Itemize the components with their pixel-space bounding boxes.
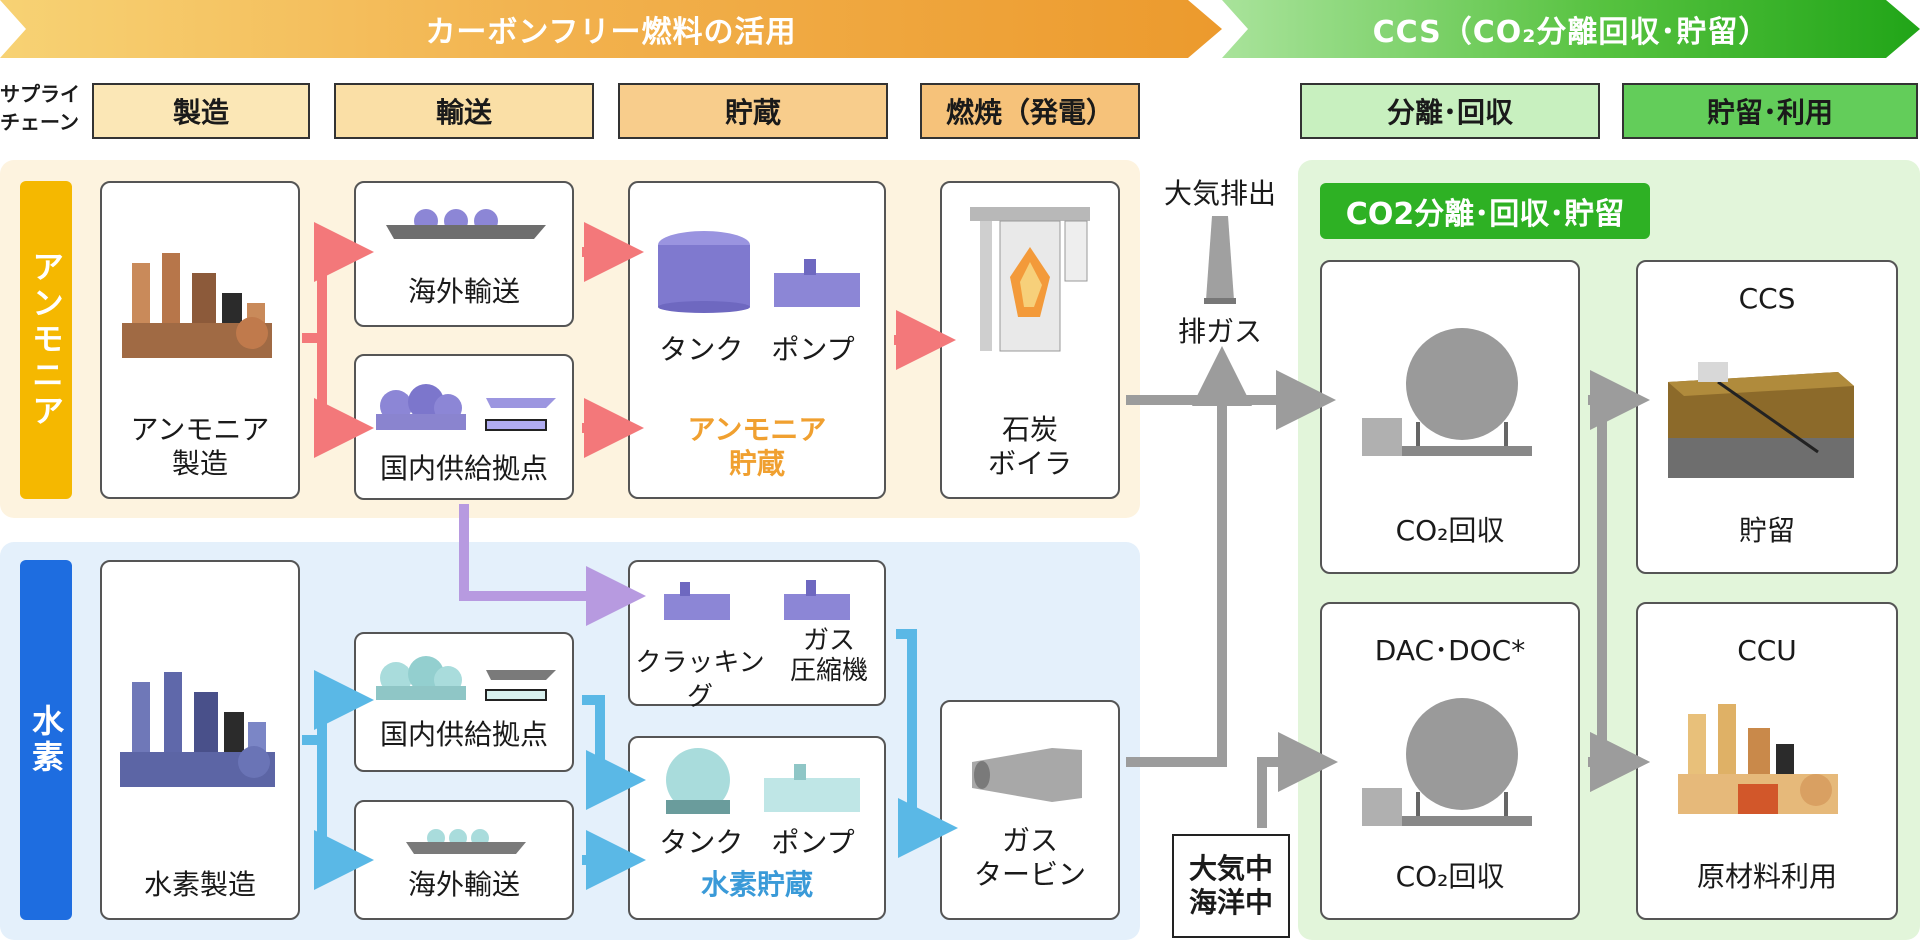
stage-separation: 分離･回収 (1300, 83, 1600, 139)
hydrogen-plant-icon (120, 672, 275, 787)
arrow-atmosphere-to-dac (1257, 732, 1338, 828)
hydrogen-domestic-label: 国内供給拠点 (379, 718, 548, 751)
hydrogen-tank-pump-icon (666, 748, 860, 814)
gas-turbine-line2: タービン (973, 858, 1086, 891)
ammonia-overseas-card: 海外輸送 (354, 181, 574, 327)
supply-chain-label-line1: サプライ (0, 82, 80, 106)
ammonia-section-label: アンモニア (20, 181, 72, 499)
ccu-label: CCU (1737, 634, 1797, 667)
ammonia-overseas-label: 海外輸送 (407, 275, 520, 308)
hydrogen-overseas-label: 海外輸送 (407, 868, 520, 901)
dac-tank-icon (1362, 698, 1532, 826)
arrow-hydrogen-production-to-transport (302, 670, 374, 890)
atmosphere-emission-label: 大気排出 (1163, 177, 1276, 210)
supply-chain-label: サプライ チェーン (0, 80, 80, 136)
ammonia-domestic-label: 国内供給拠点 (379, 452, 548, 485)
stage-production: 製造 (92, 83, 310, 139)
ccs-storage-label: 貯留 (1738, 514, 1795, 547)
gas-turbine-card: ガス タービン (940, 700, 1120, 920)
domestic-terminal-icon (376, 384, 556, 431)
arrow-hydrogen-storage-to-turbine (896, 629, 958, 858)
stage-storage: 貯蔵 (618, 83, 888, 139)
hydrogen-production-card: 水素製造 (100, 560, 300, 920)
ammonia-storage-line2: 貯蔵 (728, 447, 785, 480)
arrow-ammonia-production-to-transport (302, 222, 374, 458)
dac-doc-label: DAC･DOC* (1374, 634, 1526, 667)
ammonia-tank-pump-icon (658, 231, 860, 313)
coal-boiler-card: 石炭 ボイラ (940, 181, 1120, 499)
chimney-icon (1204, 216, 1236, 304)
arrow-ammonia-transport-to-storage (582, 222, 644, 458)
tanker-ship-icon (386, 209, 546, 239)
hydrogen-section-label: 水素 (20, 560, 72, 920)
stage-combustion: 燃焼（発電） (920, 83, 1140, 139)
cracking-compressor-icon (664, 580, 850, 620)
stage-storage-use: 貯留･利用 (1622, 83, 1918, 139)
stage-transport: 輸送 (334, 83, 594, 139)
hydrogen-terminal-icon (376, 656, 556, 701)
cracking-label: クラッキング (635, 648, 765, 712)
ammonia-production-line2: 製造 (171, 447, 228, 480)
ammonia-tank-pump-label: タンク ポンプ (659, 333, 855, 366)
compressor-line2: 圧縮機 (789, 656, 868, 686)
arrow-capture-to-use (1588, 370, 1650, 792)
ccu-raw-material-label: 原材料利用 (1696, 860, 1837, 893)
cracking-card: クラッキング ガス 圧縮機 (628, 560, 886, 712)
compressor-line1: ガス (802, 626, 855, 656)
gas-turbine-icon (972, 748, 1082, 802)
coal-boiler-line1: 石炭 (1001, 413, 1058, 446)
hydrogen-tank-pump-label: タンク ポンプ (659, 826, 855, 859)
source-line2: 海洋中 (1188, 886, 1273, 919)
exhaust-gas-label: 排ガス (1177, 315, 1262, 348)
ammonia-storage-line1: アンモニア (687, 413, 827, 446)
capture-tank-icon (1362, 328, 1532, 456)
raw-material-plant-icon (1678, 704, 1838, 814)
chemical-plant-icon (122, 253, 272, 358)
boiler-icon (970, 207, 1090, 352)
underground-storage-icon (1668, 362, 1854, 478)
ccs-storage-card: CCS 貯留 (1636, 260, 1898, 574)
supply-chain-label-line2: チェーン (0, 110, 79, 134)
banner-carbon-free-fuel: カーボンフリー燃料の活用 (0, 0, 1222, 58)
gas-turbine-line1: ガス (1001, 824, 1058, 857)
ccs-section-title: CO2分離･回収･貯留 (1320, 183, 1650, 239)
banner-ccs: CCS（CO₂分離回収･貯留） (1222, 0, 1920, 58)
ammonia-production-card: アンモニア 製造 (100, 181, 300, 499)
ammonia-domestic-card: 国内供給拠点 (354, 354, 574, 500)
ccu-card: CCU 原材料利用 (1636, 602, 1898, 920)
hydrogen-ship-icon (406, 829, 526, 854)
arrow-hydrogen-domestic-to-storage (582, 695, 646, 810)
coal-boiler-line2: ボイラ (987, 447, 1072, 480)
hydrogen-overseas-card: 海外輸送 (354, 800, 574, 920)
arrow-turbine-exhaust (1126, 346, 1252, 767)
hydrogen-domestic-card: 国内供給拠点 (354, 632, 574, 772)
ammonia-production-line1: アンモニア (130, 413, 270, 446)
ammonia-storage-card: タンク ポンプ アンモニア 貯蔵 (628, 181, 886, 499)
hydrogen-production-label: 水素製造 (143, 868, 256, 901)
ccs-label: CCS (1738, 282, 1796, 315)
co2-capture-label-1: CO₂回収 (1395, 514, 1505, 547)
hydrogen-storage-card: タンク ポンプ 水素貯蔵 (628, 736, 886, 920)
dac-doc-card: DAC･DOC* CO₂回収 (1320, 602, 1580, 920)
co2-capture-card: CO₂回収 (1320, 260, 1580, 574)
hydrogen-storage-label: 水素貯蔵 (700, 868, 813, 901)
arrow-ammonia-to-cracking (459, 504, 646, 626)
source-line1: 大気中 (1188, 852, 1273, 885)
co2-capture-label-2: CO₂回収 (1395, 860, 1505, 893)
co2-source-box: 大気中 海洋中 (1172, 834, 1290, 938)
